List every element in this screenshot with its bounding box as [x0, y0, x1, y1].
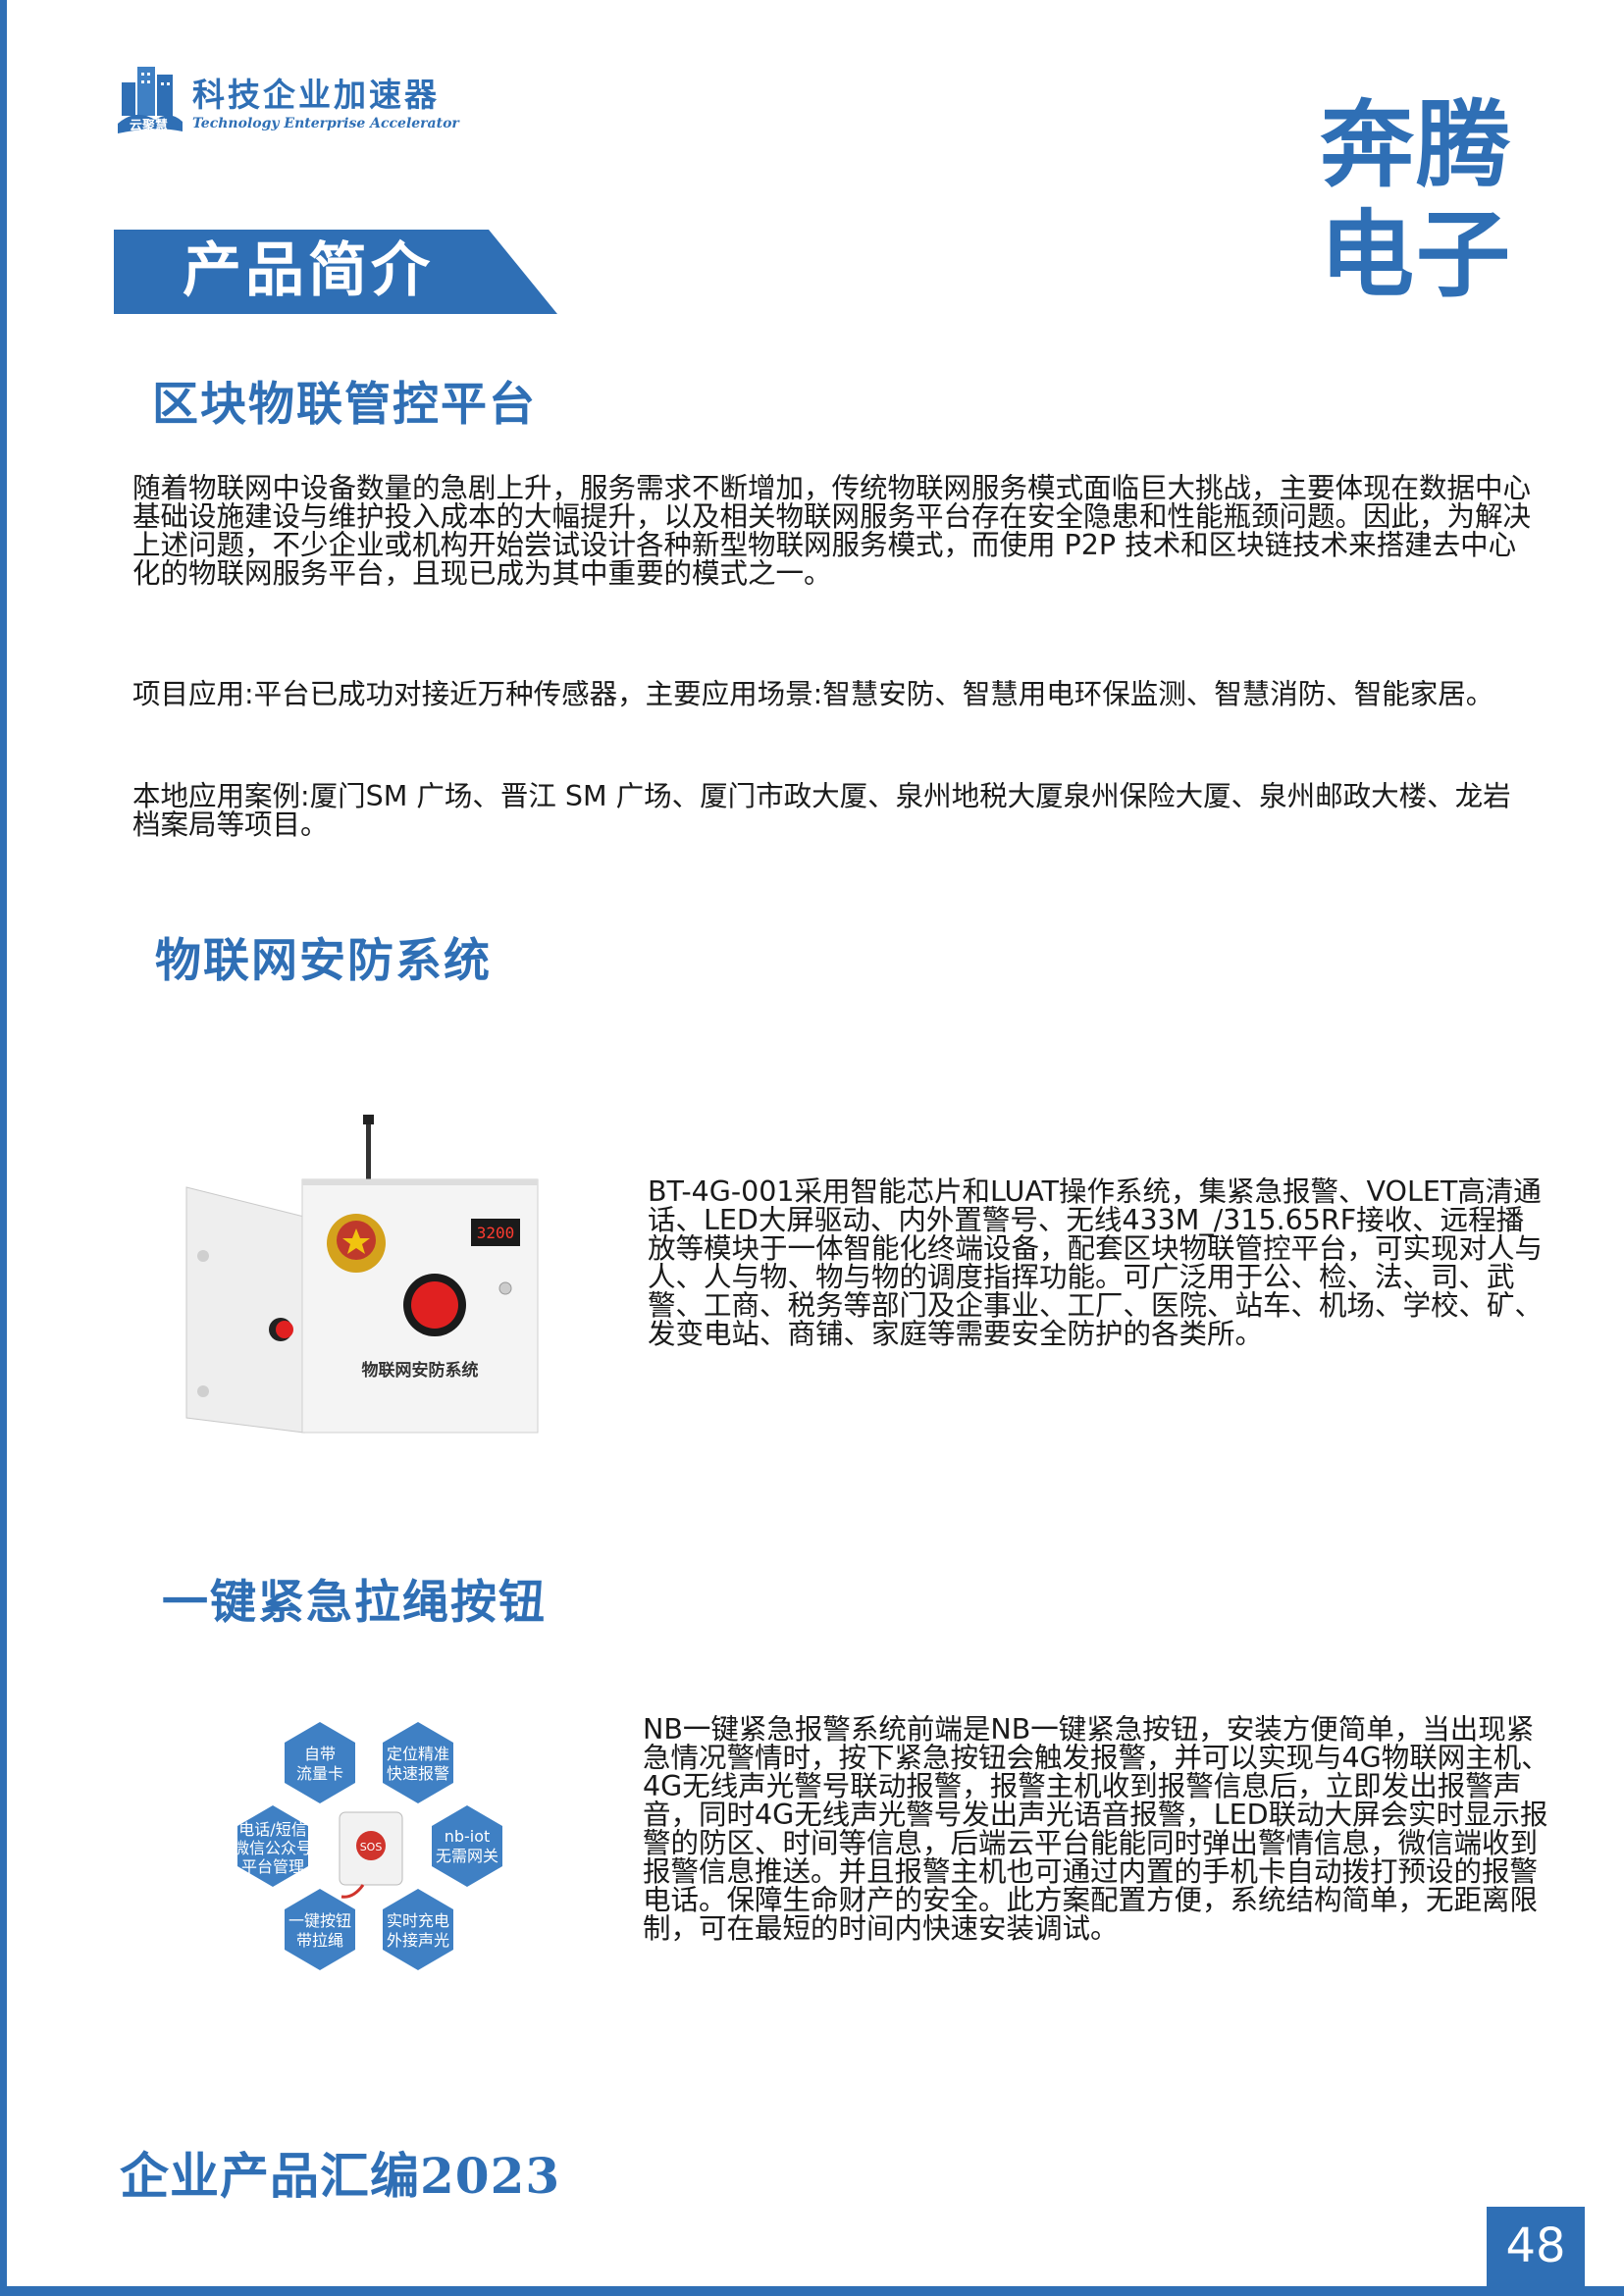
section-heading-security: 物联网安防系统	[155, 934, 492, 988]
svg-text:自带: 自带	[304, 1745, 336, 1763]
logo-mark-icon: 云聚慧	[118, 67, 183, 133]
security-description: BT-4G-001采用智能芯片和LUAT操作系统，集紧急报警、VOLET高清通话…	[648, 1175, 1544, 1350]
svg-text:微信公众号: 微信公众号	[234, 1839, 312, 1857]
svg-text:定位精准: 定位精准	[387, 1745, 449, 1763]
svg-text:一键按钮: 一键按钮	[288, 1911, 351, 1930]
svg-text:快速报警: 快速报警	[387, 1764, 449, 1783]
footer-title: 企业产品汇编2023	[120, 2147, 561, 2205]
section-heading-button: 一键紧急拉绳按钮	[162, 1576, 547, 1630]
svg-text:流量卡: 流量卡	[296, 1764, 343, 1783]
svg-text:外接声光: 外接声光	[387, 1931, 449, 1950]
section-banner: 产品简介	[114, 230, 557, 314]
device-box-label: 物联网安防系统	[362, 1360, 479, 1381]
device-display: 3200	[477, 1224, 515, 1242]
paragraph-intro: 随着物联网中设备数量的急剧上升，服务需求不断增加，传统物联网服务模式面临巨大挑战…	[132, 472, 1532, 590]
button-description: NB一键紧急报警系统前端是NB一键紧急按钮，安装方便简单，当出现紧急情况警情时，…	[643, 1713, 1549, 1945]
logo-brand-mark: 云聚慧	[130, 118, 168, 133]
logo: 云聚慧 科技企业加速器 Technology Enterprise Accele…	[116, 61, 469, 149]
bottom-border	[0, 2286, 1624, 2296]
banner-label: 产品简介	[183, 236, 434, 305]
svg-text:无需网关: 无需网关	[436, 1847, 498, 1865]
page-number: 48	[1487, 2207, 1585, 2286]
svg-text:平台管理: 平台管理	[241, 1857, 304, 1876]
hex-1	[383, 1722, 453, 1803]
hex-2	[237, 1805, 308, 1887]
section-heading-platform: 区块物联管控平台	[152, 378, 537, 432]
logo-title: 科技企业加速器	[192, 76, 440, 114]
hex-4	[285, 1889, 355, 1970]
paragraph-cases: 本地应用案例:厦门SM 广场、晋江 SM 广场、厦门市政大厦、泉州地税大厦泉州保…	[132, 780, 1511, 841]
alarm-device-image: 3200 物联网安防系统	[177, 1109, 550, 1442]
sos-button: SOS	[360, 1841, 383, 1853]
company-name: 奔腾电子	[1320, 89, 1512, 310]
svg-text:电话/短信: 电话/短信	[238, 1820, 306, 1839]
button-features-diagram: 自带 流量卡 定位精准 快速报警 电话/短信 微信公众号 平台管理 nb-iot…	[216, 1722, 530, 2016]
logo-subtitle: Technology Enterprise Accelerator	[192, 116, 459, 131]
left-border	[0, 0, 7, 2296]
hex-0	[285, 1722, 355, 1803]
hex-3	[432, 1805, 502, 1887]
svg-text:nb-iot: nb-iot	[445, 1827, 491, 1846]
svg-text:实时充电: 实时充电	[387, 1911, 449, 1930]
banner-shape	[114, 230, 557, 314]
hex-5	[383, 1889, 453, 1970]
paragraph-applications: 项目应用:平台已成功对接近万种传感器，主要应用场景:智慧安防、智慧用电环保监测、…	[132, 678, 1494, 710]
svg-text:带拉绳: 带拉绳	[296, 1931, 343, 1950]
